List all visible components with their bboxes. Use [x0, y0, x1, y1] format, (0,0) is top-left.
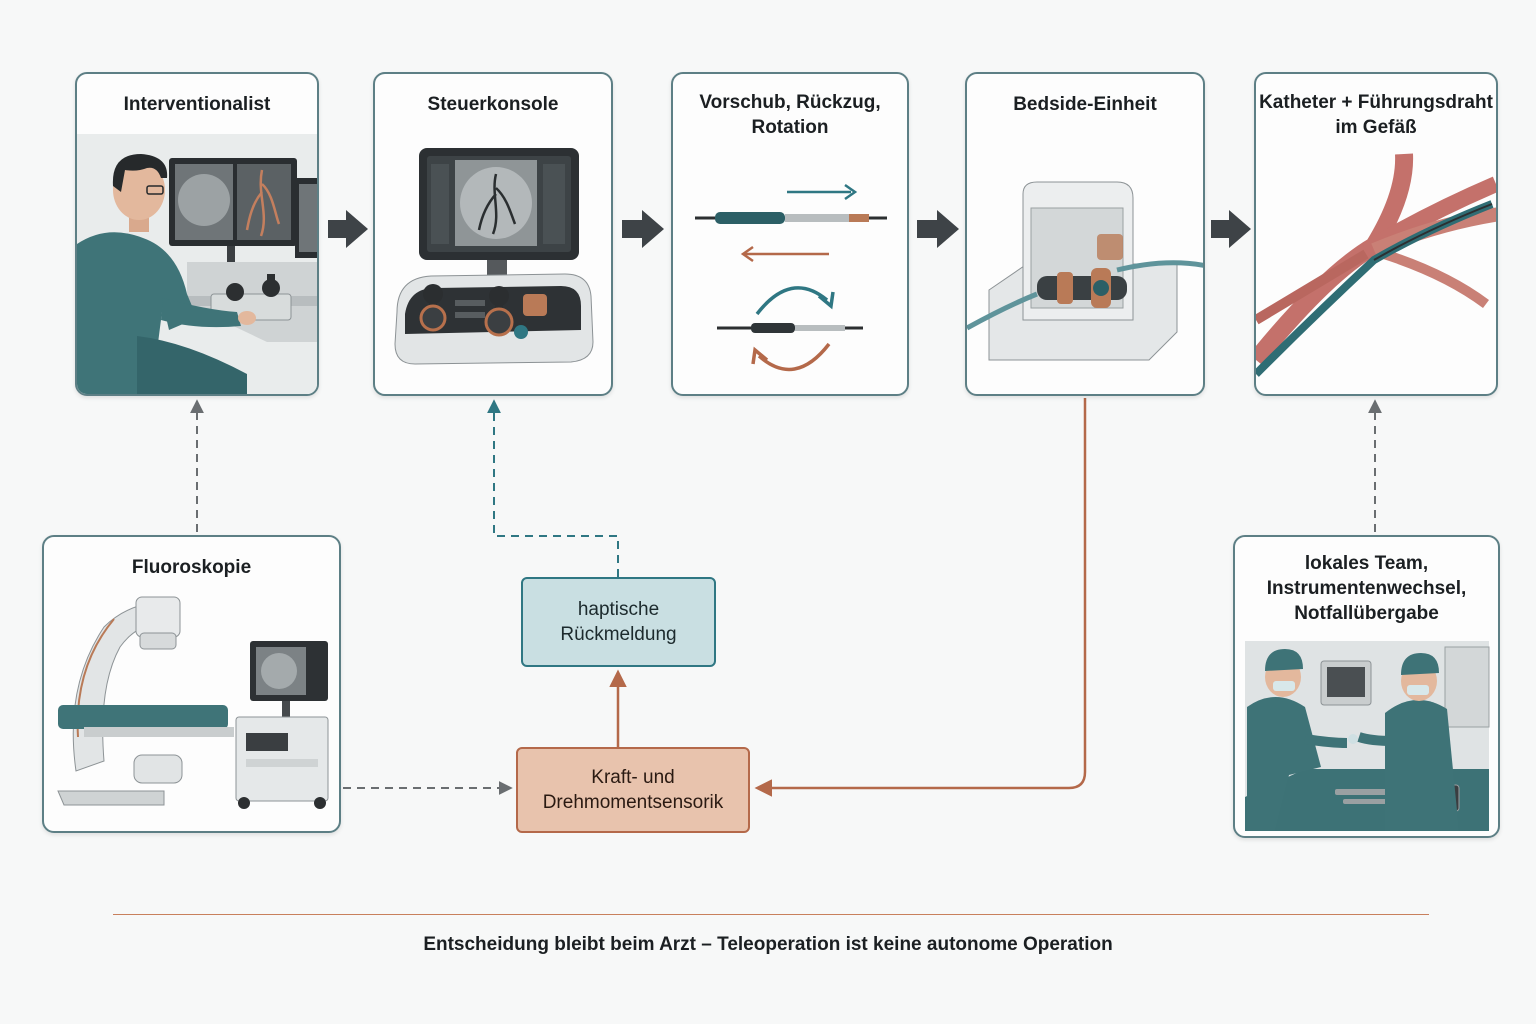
arrow-haptic-to-console: [487, 399, 619, 577]
card-motion: Vorschub, Rückzug, Rotation: [671, 72, 909, 396]
card-title-catheter: Katheter + Führungsdraht im Gefäß: [1259, 92, 1493, 138]
illustration-bedside: [967, 181, 1203, 361]
card-catheter: Katheter + Führungsdraht im Gefäß: [1254, 72, 1498, 396]
card-team: lokales Team, Instrumentenwechsel, Notfa…: [1233, 535, 1500, 838]
footer-statement: Entscheidung bleibt beim Arzt – Teleoper…: [423, 934, 1113, 955]
illustration-vessel: [1256, 153, 1496, 377]
flow-arrow-1: [328, 210, 368, 248]
flow-arrow-4: [1211, 210, 1251, 248]
rotation-arrow-top-icon: [755, 286, 829, 316]
illustration-team: [1245, 641, 1490, 831]
card-title-bedside: Bedside-Einheit: [1013, 94, 1157, 115]
footer-divider: [113, 914, 1429, 915]
card-title-motion: Vorschub, Rückzug, Rotation: [699, 92, 881, 138]
illustration-console: [394, 148, 594, 365]
card-console: Steuerkonsole: [373, 72, 613, 396]
haptic-feedback-box: haptische Rückmeldung: [521, 577, 716, 667]
card-title-interventionalist: Interventionalist: [123, 94, 271, 115]
force-torque-sensor-box: Kraft- und Drehmomentsensorik: [516, 747, 750, 833]
flow-arrow-2: [622, 210, 664, 248]
card-bedside: Bedside-Einheit: [965, 72, 1205, 396]
card-title-console: Steuerkonsole: [427, 94, 559, 115]
flow-arrow-3: [917, 210, 959, 248]
card-title-fluoro: Fluoroskopie: [131, 557, 252, 578]
illustration-fluoro: [57, 596, 329, 809]
card-interventionalist: Interventionalist: [75, 72, 319, 396]
card-fluoro: Fluoroskopie: [42, 535, 341, 833]
rotation-arrow-bottom-icon: [757, 342, 831, 372]
card-title-team: lokales Team, Instrumentenwechsel, Notfa…: [1266, 553, 1467, 624]
illustration-interventionalist: [77, 134, 317, 394]
arrow-bedside-to-force: [754, 398, 1087, 797]
illustration-motion: [695, 183, 887, 372]
